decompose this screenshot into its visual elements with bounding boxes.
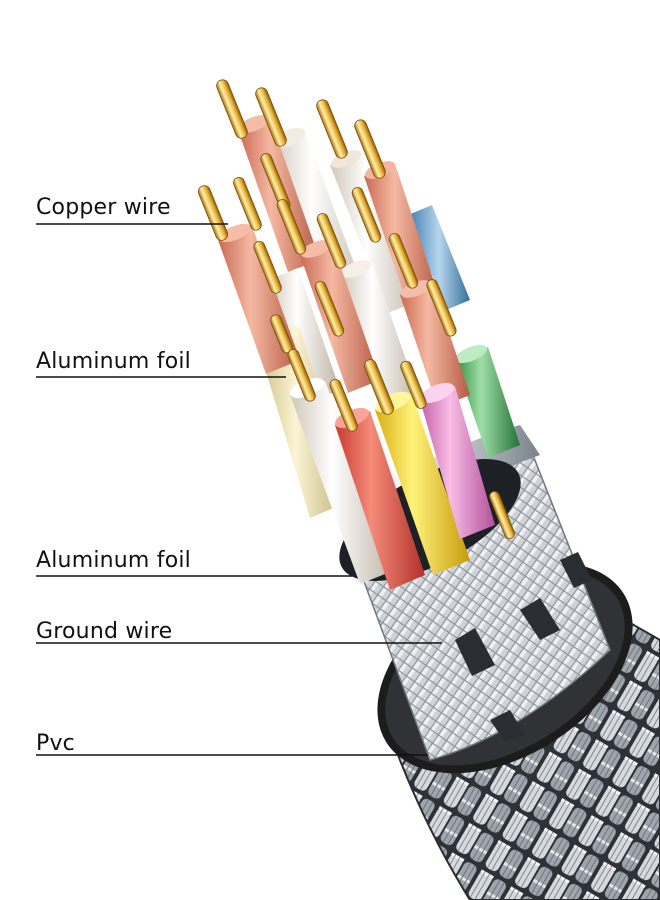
label-copper-wire: Copper wire [36, 195, 171, 220]
label-ground-wire: Ground wire [36, 619, 172, 644]
label-aluminum-foil-inner: Aluminum foil [36, 349, 191, 374]
inner-wire-bundle [217, 112, 520, 590]
label-pvc: Pvc [36, 731, 75, 756]
label-aluminum-foil-outer: Aluminum foil [36, 548, 191, 573]
